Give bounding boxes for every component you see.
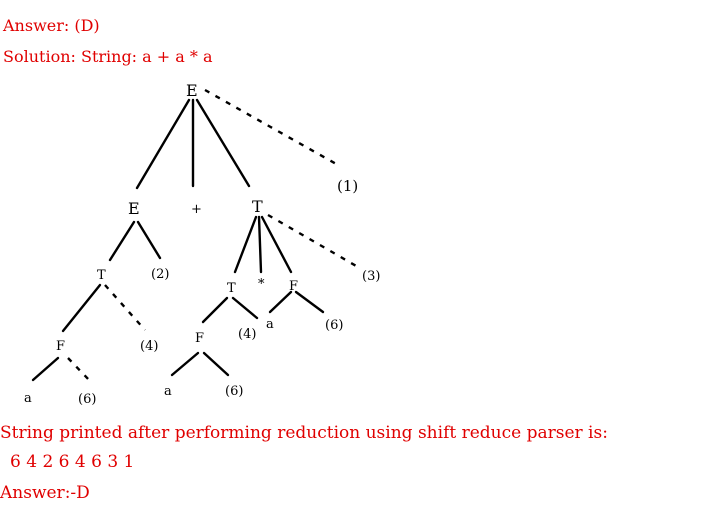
result-statement: String printed after performing reductio… xyxy=(0,423,608,443)
node-t-right: T xyxy=(252,197,263,216)
dash-root-reduce-1 xyxy=(204,88,339,167)
node-f-under-t: F xyxy=(289,279,298,294)
node-plus: + xyxy=(191,202,202,217)
edge-inner-t-reduce-4 xyxy=(231,296,259,320)
node-a-left: a xyxy=(24,391,32,406)
node-a-right: a xyxy=(266,317,274,332)
reduction-6-right: (6) xyxy=(325,318,343,333)
reduction-1: (1) xyxy=(337,177,358,195)
reduction-6-left: (6) xyxy=(78,392,96,407)
edge-f-right-reduce-6 xyxy=(294,290,325,314)
edge-t-to-f xyxy=(61,283,102,333)
reduction-dashes xyxy=(67,88,359,382)
edge-f-to-a xyxy=(31,356,60,382)
edge-root-to-e xyxy=(135,98,191,190)
edge-f-mid-to-a xyxy=(170,351,200,377)
node-e-left: E xyxy=(128,199,140,218)
dash-t-reduce-4 xyxy=(104,284,146,331)
node-star: * xyxy=(258,277,265,292)
edge-f-mid-reduce-6 xyxy=(202,351,230,377)
dash-t-reduce-3 xyxy=(267,213,359,269)
edge-e-to-t xyxy=(108,220,136,262)
edge-inner-t-to-f xyxy=(201,296,229,324)
node-t-under-e: T xyxy=(97,268,106,283)
reduction-6-mid: (6) xyxy=(225,384,243,399)
edge-t-to-t xyxy=(233,215,258,274)
node-a-mid: a xyxy=(164,384,172,399)
edge-t-to-f-right xyxy=(260,215,293,274)
node-f-mid: F xyxy=(195,331,204,346)
node-f-left: F xyxy=(56,339,65,354)
edge-e-reduce-2 xyxy=(136,220,162,260)
reduction-4-left: (4) xyxy=(140,339,158,354)
solution-string: Solution: String: a + a * a xyxy=(3,47,213,66)
final-answer: Answer:-D xyxy=(0,483,90,503)
reduction-4-right: (4) xyxy=(238,327,256,342)
node-t-under-t: T xyxy=(227,281,236,296)
reduction-3: (3) xyxy=(362,269,380,284)
edge-t-to-star xyxy=(257,215,263,274)
tree-edges xyxy=(31,98,325,382)
reduction-sequence: 6 4 2 6 4 6 3 1 xyxy=(10,452,135,472)
answer-heading: Answer: (D) xyxy=(3,16,100,35)
dash-f-reduce-6 xyxy=(67,357,91,382)
node-root-e: E xyxy=(186,81,198,100)
edge-root-to-t xyxy=(195,98,251,188)
reduction-2: (2) xyxy=(151,267,169,282)
edge-f-right-to-a xyxy=(268,290,293,314)
